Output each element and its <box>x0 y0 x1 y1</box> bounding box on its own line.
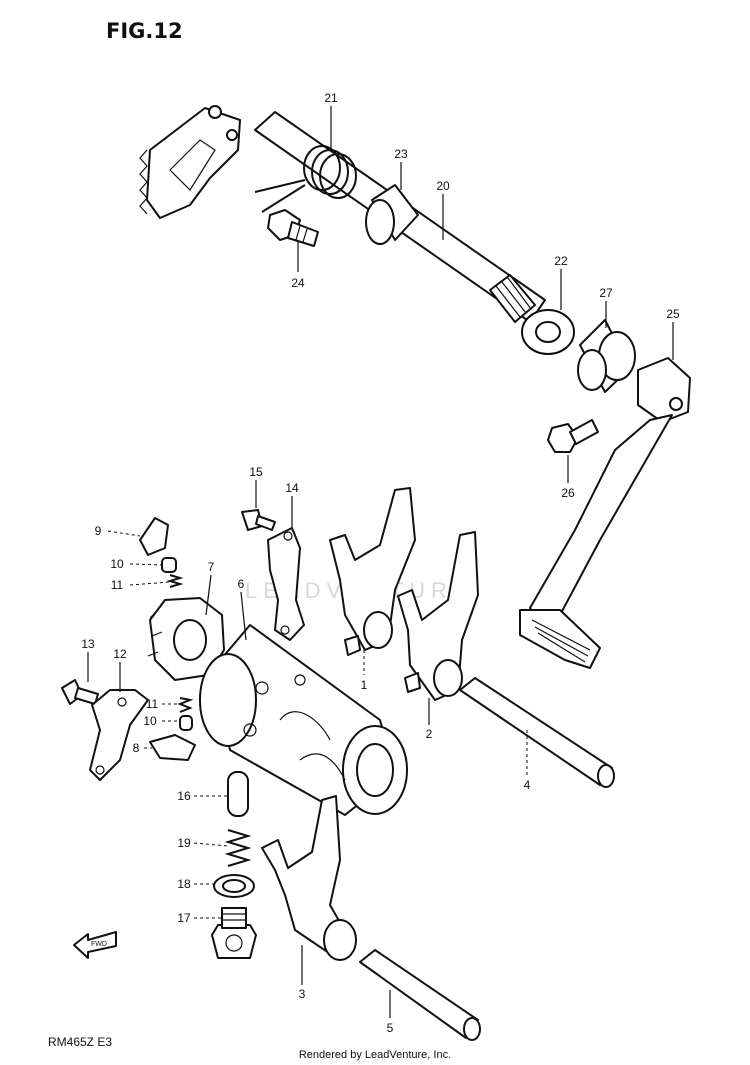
callout-3: 3 <box>299 987 306 1001</box>
forward-arrow-icon: FWD <box>73 931 117 959</box>
callout-11-lower: 11 <box>146 697 159 711</box>
return-spring[interactable] <box>254 145 357 213</box>
model-code: RM465Z E3 <box>48 1035 112 1049</box>
plate-screw[interactable] <box>241 509 276 531</box>
shift-arm-plate[interactable] <box>146 107 241 219</box>
leader-lines <box>87 106 674 1018</box>
callout-10-lower: 10 <box>143 714 157 728</box>
callout-12: 12 <box>113 647 127 661</box>
footer-credit: Rendered by LeadVenture, Inc. <box>299 1049 451 1061</box>
callout-10: 10 <box>110 557 124 571</box>
shaft-collar[interactable] <box>365 184 419 245</box>
callout-5: 5 <box>387 1021 394 1035</box>
callout-14: 14 <box>285 481 299 495</box>
neutral-pin[interactable] <box>227 771 249 817</box>
shift-cam-plate[interactable] <box>267 527 305 641</box>
callout-24: 24 <box>291 276 305 290</box>
callout-9: 9 <box>95 524 102 538</box>
callout-7: 7 <box>208 560 215 574</box>
gearshift-shaft-assembly <box>139 105 691 669</box>
cam-guide-plate[interactable] <box>89 689 149 781</box>
callout-13: 13 <box>81 637 95 651</box>
callout-4: 4 <box>524 778 531 792</box>
stopper-spring-lower[interactable] <box>177 697 194 713</box>
callout-25: 25 <box>666 307 680 321</box>
callout-15: 15 <box>249 465 263 479</box>
oil-seal[interactable] <box>521 309 575 355</box>
callout-8: 8 <box>133 741 140 755</box>
fork-shaft-2[interactable] <box>359 949 479 1039</box>
callout-22: 22 <box>554 254 568 268</box>
gear-stopper-parts <box>61 517 408 816</box>
arm-pin <box>208 105 222 119</box>
callout-21: 21 <box>324 91 338 105</box>
lever-bolt[interactable] <box>547 419 599 453</box>
shift-fork-1[interactable] <box>329 487 416 656</box>
callout-19: 19 <box>177 836 191 850</box>
cam-stopper[interactable] <box>139 517 169 556</box>
shift-forks <box>241 487 615 1041</box>
neutral-plug[interactable] <box>211 907 257 959</box>
gasket-washer[interactable] <box>213 874 255 898</box>
bushing[interactable] <box>577 319 636 393</box>
fork-shaft-1[interactable] <box>459 677 613 786</box>
stopper-pin[interactable] <box>161 557 177 573</box>
callout-2: 2 <box>426 727 433 741</box>
callout-26: 26 <box>561 486 575 500</box>
callout-11: 11 <box>111 578 124 592</box>
stopper-bolt[interactable] <box>267 209 319 247</box>
stopper-plate[interactable] <box>149 734 196 761</box>
figure-title: FIG.12 <box>106 19 183 43</box>
stopper-pin-lower[interactable] <box>179 715 193 731</box>
shift-fork-2[interactable] <box>397 531 479 701</box>
callout-20: 20 <box>436 179 450 193</box>
shift-fork-3[interactable] <box>261 795 357 961</box>
neutral-switch-parts <box>211 771 257 959</box>
neutral-spring[interactable] <box>224 829 252 867</box>
callout-1: 1 <box>361 678 368 692</box>
direction-label: FWD <box>91 941 107 948</box>
callout-27: 27 <box>599 286 613 300</box>
callout-18: 18 <box>177 877 191 891</box>
callout-6: 6 <box>238 577 245 591</box>
guide-screw[interactable] <box>61 679 99 705</box>
callout-17: 17 <box>177 911 191 925</box>
shift-drum[interactable] <box>199 624 408 816</box>
callout-16: 16 <box>177 789 191 803</box>
callout-23: 23 <box>394 147 408 161</box>
callout-numbers: 21 23 20 24 22 27 25 26 15 14 9 10 11 7 … <box>81 91 680 1035</box>
gearshift-lever[interactable] <box>519 357 691 669</box>
stopper-spring[interactable] <box>166 574 184 588</box>
cam-gear[interactable] <box>147 597 225 681</box>
